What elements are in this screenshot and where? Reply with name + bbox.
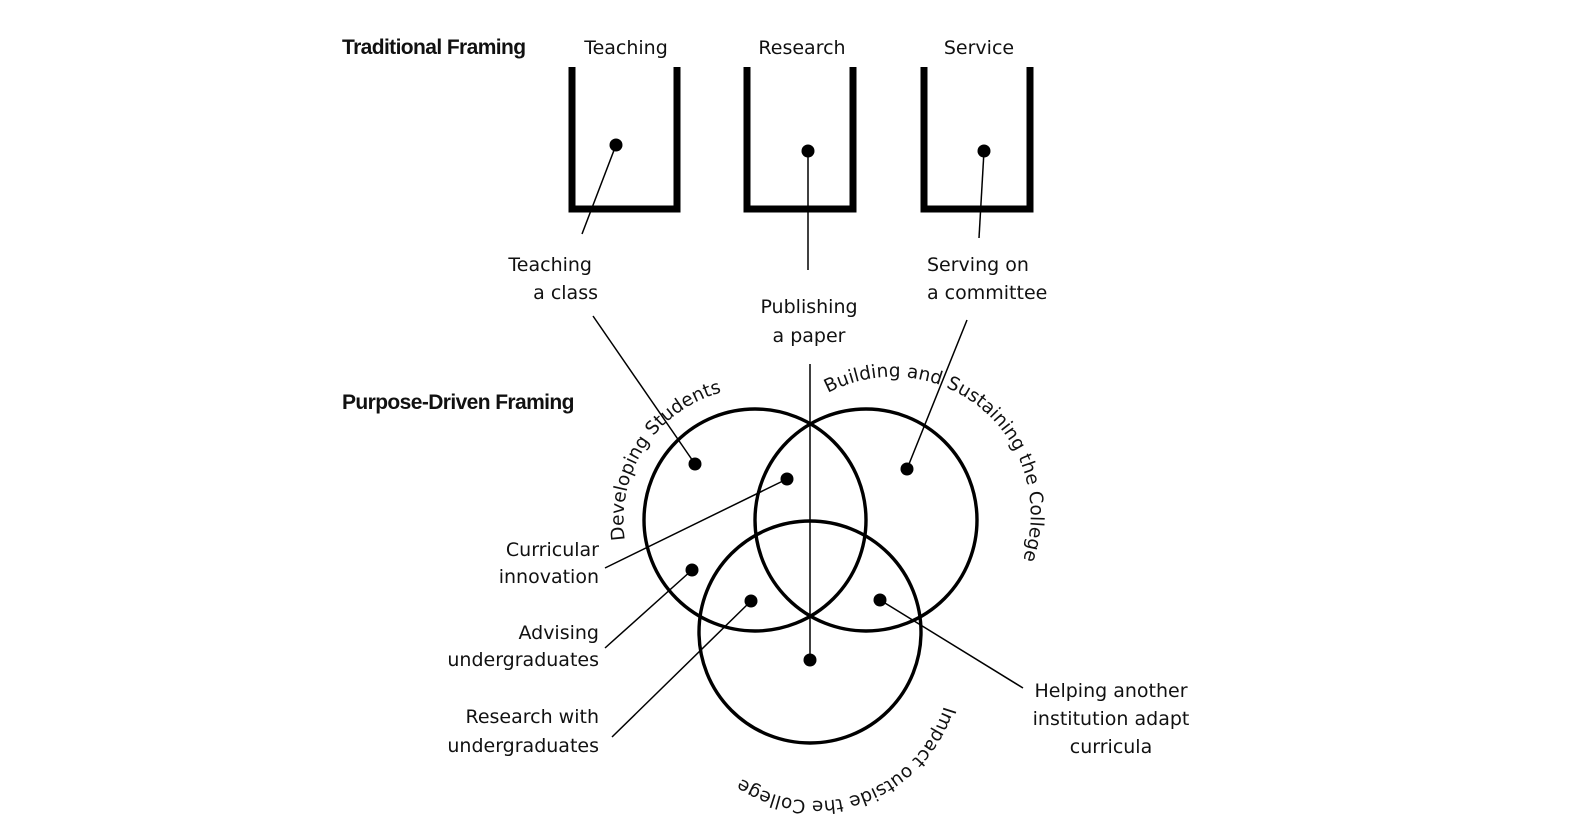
- label-publishing-paper: Publishing a paper: [760, 296, 857, 347]
- leader-teaching-class-bucket: [581, 144, 617, 235]
- svg-text:institution adapt: institution adapt: [1033, 708, 1190, 730]
- leader-curricular-innovation: [604, 478, 788, 569]
- svg-text:curricula: curricula: [1070, 736, 1152, 758]
- svg-text:Helping another: Helping another: [1034, 680, 1187, 702]
- svg-text:Research with: Research with: [465, 706, 599, 728]
- svg-text:Advising: Advising: [518, 622, 599, 644]
- label-advising: Advising undergraduates: [447, 622, 599, 671]
- label-serving-committee: Serving on a committee: [927, 254, 1047, 304]
- dot-teaching-class-venn: [688, 457, 702, 471]
- label-research-with: Research with undergraduates: [447, 706, 599, 757]
- label-helping-institution: Helping another institution adapt curric…: [1033, 680, 1190, 758]
- svg-text:Serving on: Serving on: [927, 254, 1029, 276]
- svg-text:a paper: a paper: [773, 325, 846, 347]
- dot-serving-committee-venn: [900, 462, 914, 476]
- purpose-driven-framing-heading: Purpose-Driven Framing: [342, 391, 574, 414]
- bucket-teaching: [568, 67, 681, 213]
- bucket-title-teaching: Teaching: [583, 37, 668, 59]
- bucket-service: [920, 67, 1034, 213]
- svg-text:a committee: a committee: [927, 282, 1047, 304]
- traditional-framing-heading: Traditional Framing: [342, 36, 525, 59]
- svg-text:undergraduates: undergraduates: [447, 649, 599, 671]
- arc-label-impact-outside: Impact outside the College: [733, 704, 959, 817]
- leader-serving-committee-bucket: [978, 150, 985, 239]
- svg-text:a class: a class: [533, 282, 598, 304]
- leader-helping-institution: [879, 599, 1024, 689]
- bucket-research: [743, 67, 857, 213]
- svg-text:innovation: innovation: [499, 566, 599, 588]
- svg-text:Teaching: Teaching: [507, 254, 592, 276]
- svg-text:Curricular: Curricular: [506, 539, 599, 561]
- circle-impact-outside: [697, 519, 923, 745]
- label-teaching-class: Teaching a class: [507, 254, 598, 304]
- dot-publishing-paper-venn: [803, 653, 817, 667]
- bucket-title-research: Research: [758, 37, 845, 59]
- svg-text:Publishing: Publishing: [760, 296, 857, 318]
- leader-serving-committee-venn: [906, 319, 968, 470]
- arc-label-developing-students: Developing Students: [607, 377, 723, 542]
- bucket-title-service: Service: [944, 37, 1014, 59]
- circle-developing-students: [642, 407, 868, 633]
- svg-text:undergraduates: undergraduates: [447, 735, 599, 757]
- arc-label-building-college: Building and Sustaining the College: [821, 361, 1047, 565]
- leader-research-with: [611, 600, 752, 738]
- circle-building-college: [753, 407, 979, 633]
- leader-advising: [604, 569, 693, 649]
- label-curricular-innovation: Curricular innovation: [499, 539, 599, 588]
